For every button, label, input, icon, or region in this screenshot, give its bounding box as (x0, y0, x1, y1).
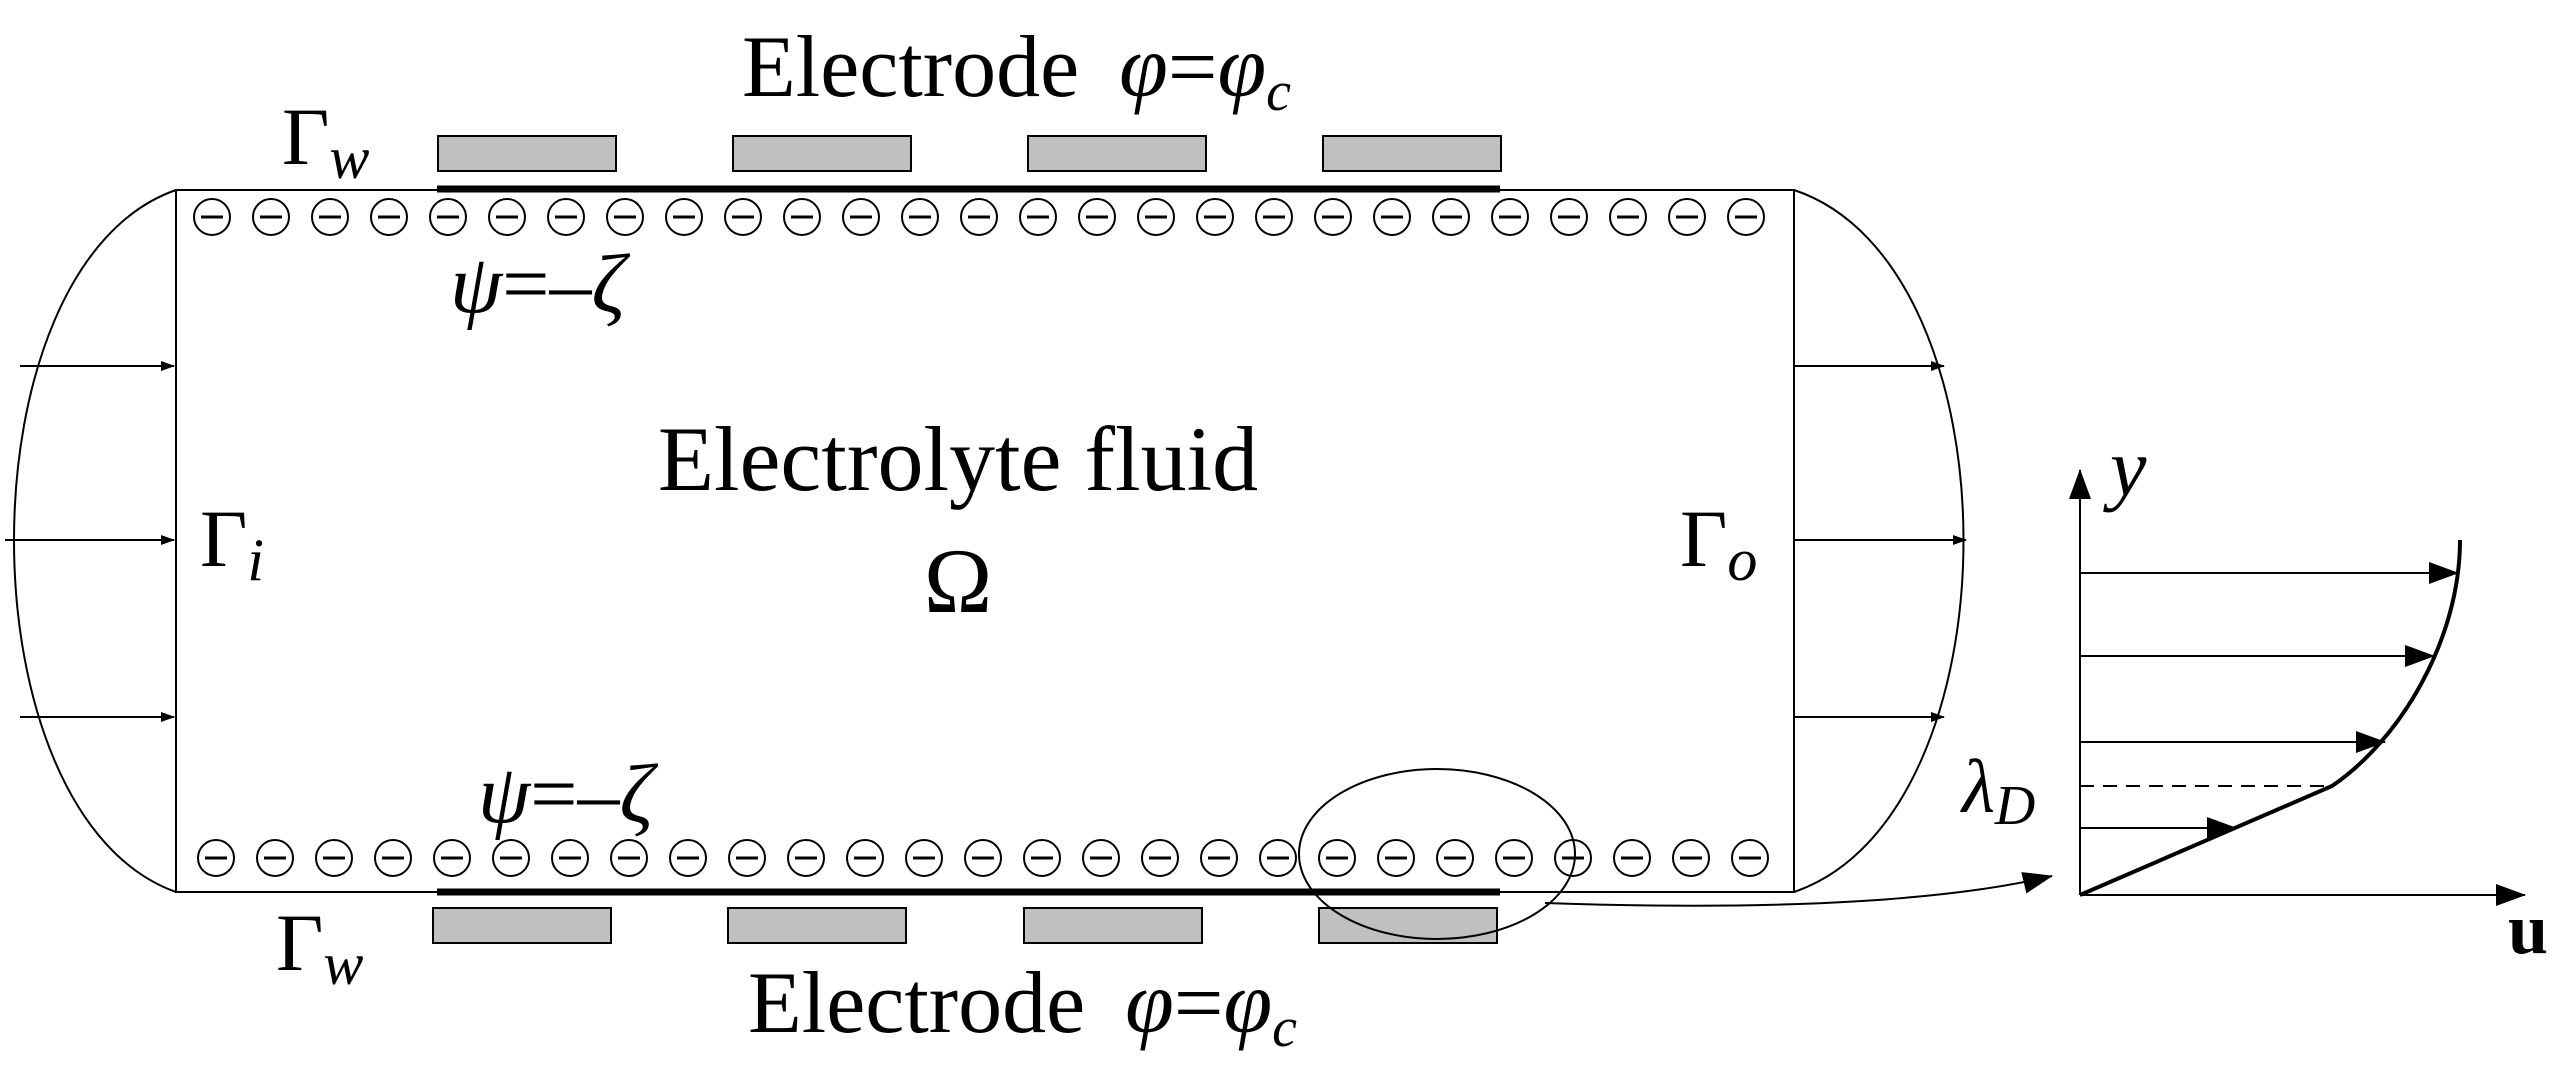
minus-charge-icon (1731, 839, 1769, 877)
minus-charge-icon (197, 839, 235, 877)
zeta-condition-bottom: ψ=–ζ (478, 748, 659, 841)
profile-y-label: y (2103, 422, 2147, 513)
minus-charge-icon (1314, 198, 1352, 236)
profile-x-label: u (2508, 889, 2548, 969)
minus-charge-icon (1082, 839, 1120, 877)
minus-charge-icon (1377, 839, 1415, 877)
minus-charge-icon (1668, 198, 1706, 236)
minus-charge-icon (728, 839, 766, 877)
minus-charge-icon (665, 198, 703, 236)
minus-charge-icon (433, 839, 471, 877)
minus-charge-icon (846, 839, 884, 877)
wall-label-bottom: Γw (276, 897, 363, 997)
minus-charge-icon (1550, 198, 1588, 236)
minus-charge-icon (783, 198, 821, 236)
minus-charge-icon (374, 839, 412, 877)
minus-charge-icon (1436, 839, 1474, 877)
minus-charge-icon (842, 198, 880, 236)
outlet-label: Γo (1680, 493, 1757, 593)
velocity-profile-curve (2079, 539, 2462, 897)
wall-label-top: Γw (282, 91, 369, 191)
minus-charge-icon (1141, 839, 1179, 877)
minus-charge-icon (1491, 198, 1529, 236)
profile-inset (2069, 469, 2526, 906)
minus-charge-icon (1609, 198, 1647, 236)
zeta-condition-top: ψ=–ζ (450, 238, 631, 331)
zoom-connector-arrow (1544, 872, 2053, 907)
minus-charge-icon (724, 198, 762, 236)
minus-charge-icon (1432, 198, 1470, 236)
minus-charge-icon (901, 198, 939, 236)
minus-charge-icon (488, 198, 526, 236)
minus-charge-icon (1318, 839, 1356, 877)
electrodes-top (437, 135, 1502, 172)
minus-charge-icon (960, 198, 998, 236)
minus-charge-icon (492, 839, 530, 877)
minus-charge-icon (1495, 839, 1533, 877)
minus-charge-icon (1078, 198, 1116, 236)
wall-charges-bottom (197, 839, 1769, 877)
minus-charge-icon (787, 839, 825, 877)
minus-charge-icon (1137, 198, 1175, 236)
minus-charge-icon (1373, 198, 1411, 236)
minus-charge-icon (252, 198, 290, 236)
minus-charge-icon (1019, 198, 1057, 236)
minus-charge-icon (311, 198, 349, 236)
minus-charge-icon (1196, 198, 1234, 236)
minus-charge-icon (669, 839, 707, 877)
minus-charge-icon (964, 839, 1002, 877)
inlet-label: Γi (200, 493, 264, 593)
minus-charge-icon (256, 839, 294, 877)
electrode-top-label: Electrode φ=φc (742, 19, 1291, 123)
minus-charge-icon (547, 198, 585, 236)
electrode-bottom-label: Electrode φ=φc (748, 955, 1297, 1059)
minus-charge-icon (429, 198, 467, 236)
minus-charge-icon (193, 198, 231, 236)
inlet-flow-arrows (5, 361, 175, 722)
minus-charge-icon (315, 839, 353, 877)
minus-charge-icon (610, 839, 648, 877)
minus-charge-icon (905, 839, 943, 877)
minus-charge-icon (1727, 198, 1765, 236)
domain-symbol: Ω (924, 530, 992, 632)
minus-charge-icon (551, 839, 589, 877)
minus-charge-icon (1672, 839, 1710, 877)
debye-length-label: λD (1960, 745, 2035, 837)
minus-charge-icon (370, 198, 408, 236)
minus-charge-icon (1023, 839, 1061, 877)
outlet-flow-arrows (1794, 361, 1967, 722)
minus-charge-icon (606, 198, 644, 236)
wall-charges-top (193, 198, 1765, 236)
minus-charge-icon (1259, 839, 1297, 877)
minus-charge-icon (1255, 198, 1293, 236)
fluid-label: Electrolyte fluid (658, 408, 1258, 510)
minus-charge-icon (1200, 839, 1238, 877)
minus-charge-icon (1613, 839, 1651, 877)
zoom-ellipse (1298, 768, 1576, 940)
